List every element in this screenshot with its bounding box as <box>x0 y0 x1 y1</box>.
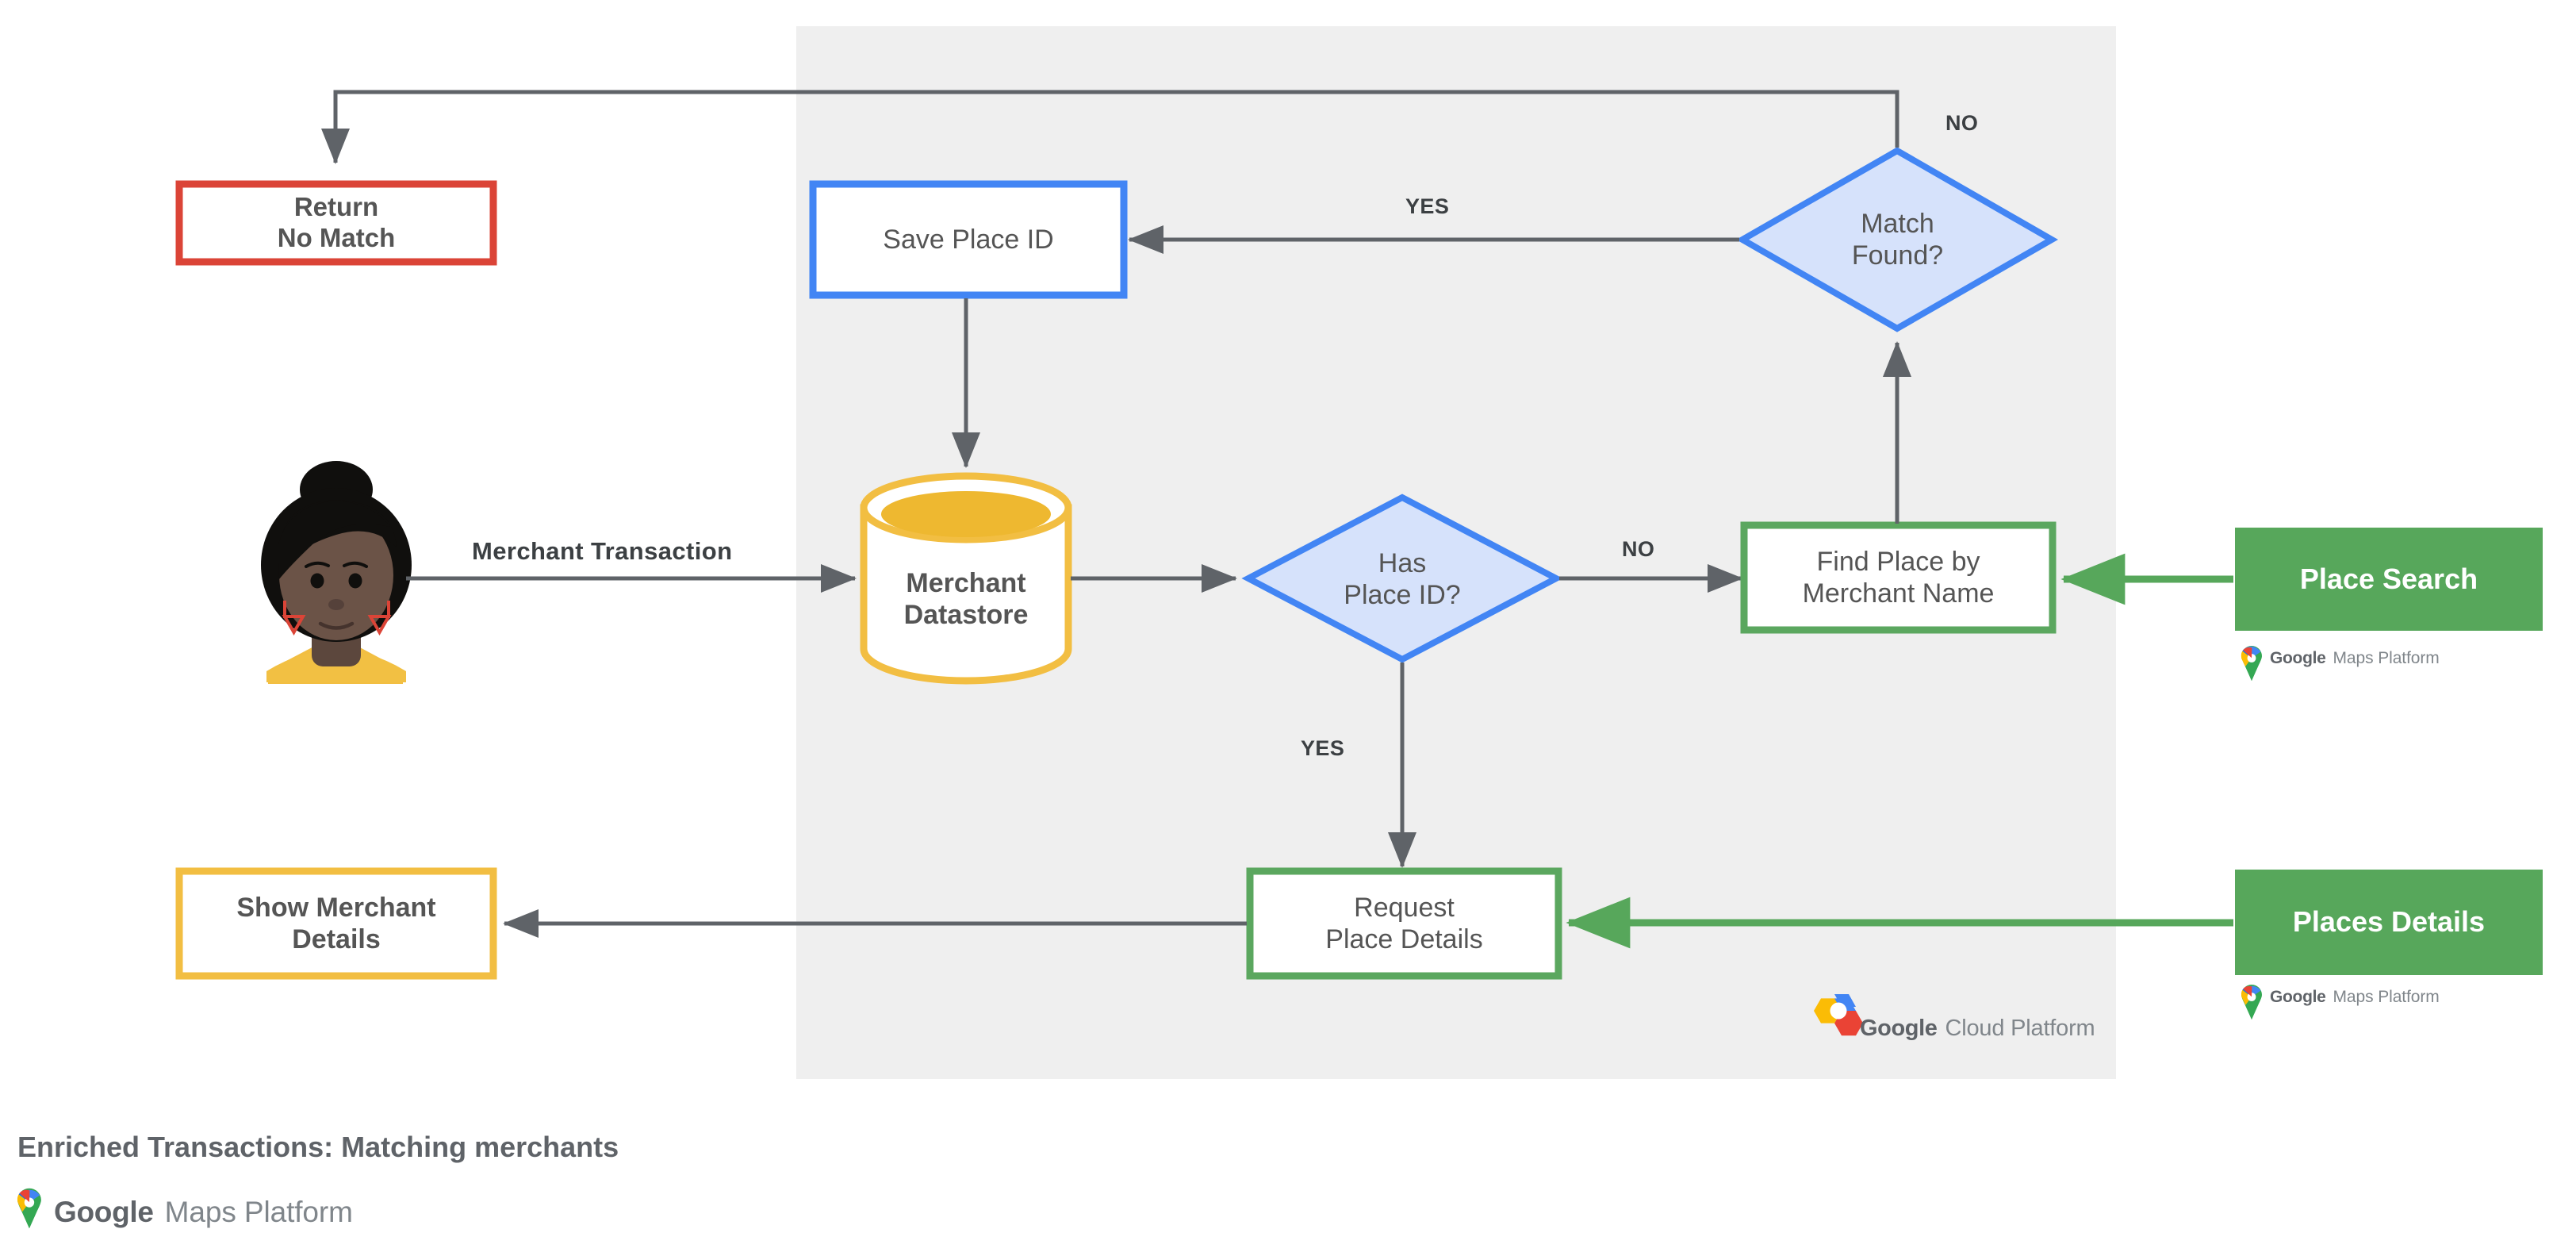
edge-label-no-has-place-id: NO <box>1622 537 1655 561</box>
node-places-details <box>2235 870 2543 975</box>
node-find-place-by-merchant-name <box>1740 521 2057 634</box>
edge-label-merchant-transaction: Merchant Transaction <box>472 537 733 565</box>
edge-label-no-match-found: NO <box>1945 111 1979 135</box>
google-maps-platform-pin-icon-caption <box>17 1188 41 1229</box>
gmp-platform-text-1: Maps Platform <box>2333 649 2440 667</box>
gcp-platform-text: Cloud Platform <box>1945 1016 2095 1041</box>
edge-label-yes-match-found: YES <box>1405 194 1450 218</box>
google-maps-platform-wordmark-places-details: Google Maps Platform <box>2270 988 2440 1007</box>
edge-label-yes-has-place-id: YES <box>1301 736 1345 760</box>
gmp-google-text-3: Google <box>54 1196 154 1228</box>
gmp-platform-text-2: Maps Platform <box>2333 988 2440 1006</box>
node-save-place-id <box>809 180 1128 299</box>
google-cloud-platform-wordmark: Google Cloud Platform <box>1860 1016 2095 1042</box>
gmp-platform-text-3: Maps Platform <box>164 1196 353 1228</box>
diagram-caption: Enriched Transactions: Matching merchant… <box>17 1131 619 1163</box>
edge-match-found-no <box>321 90 1899 164</box>
merchant-customer-avatar <box>261 461 412 684</box>
node-match-found <box>1735 147 2059 332</box>
google-maps-platform-pin-icon-places-details <box>2241 985 2262 1020</box>
node-request-place-details <box>1246 867 1562 980</box>
node-place-search <box>2235 528 2543 631</box>
node-has-place-id <box>1241 494 1563 663</box>
node-return-no-match <box>175 180 497 266</box>
google-maps-platform-pin-icon-place-search <box>2241 646 2262 681</box>
gmp-google-text-1: Google <box>2270 649 2326 667</box>
gcp-google-text: Google <box>1860 1016 1938 1041</box>
node-merchant-datastore <box>860 472 1072 685</box>
google-cloud-platform-hexagon-icon <box>1814 994 1863 1036</box>
node-show-merchant-details <box>175 867 497 980</box>
google-maps-platform-wordmark-place-search: Google Maps Platform <box>2270 649 2440 668</box>
google-maps-platform-wordmark-caption: Google Maps Platform <box>54 1196 353 1229</box>
gmp-google-text-2: Google <box>2270 988 2326 1006</box>
